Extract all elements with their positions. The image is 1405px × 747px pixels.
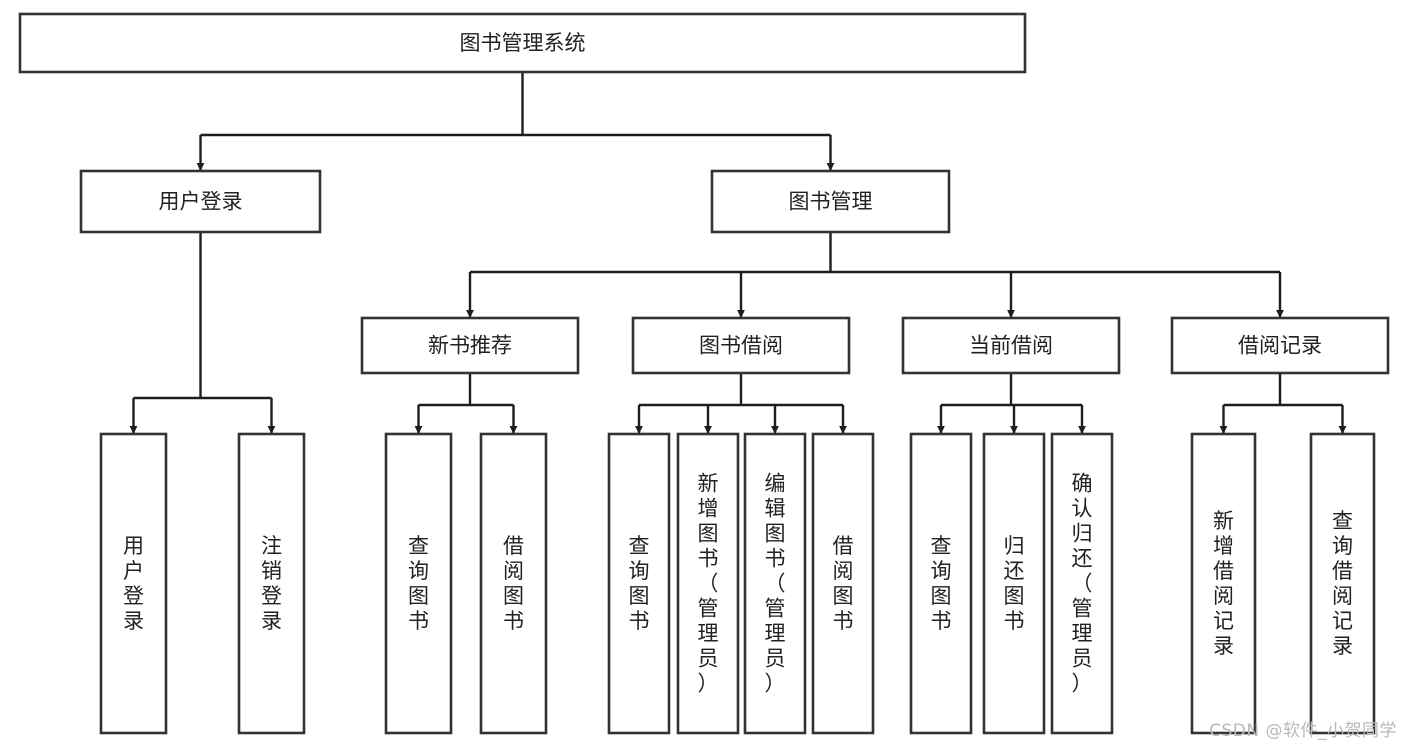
node-box-leaf-query-book-2 <box>607 432 671 735</box>
node-label-current-borrow: 当前借阅 <box>969 334 1053 358</box>
node-box-leaf-confirm-return <box>1050 432 1114 735</box>
node-box-leaf-query-record <box>1309 432 1376 735</box>
node-book-borrow[interactable]: 图书借阅 <box>631 316 851 375</box>
node-label-leaf-query-record: 查询借阅记录 <box>1332 509 1353 658</box>
node-borrow-record[interactable]: 借阅记录 <box>1170 316 1390 375</box>
node-label-leaf-add-book: 新增图书（管理员） <box>698 472 719 696</box>
node-root[interactable]: 图书管理系统 <box>18 12 1027 74</box>
node-box-borrow-record <box>1170 316 1390 375</box>
node-leaf-user-login[interactable]: 用户登录 <box>99 432 168 735</box>
node-box-new-book-rec <box>360 316 580 375</box>
node-leaf-add-book[interactable]: 新增图书（管理员） <box>676 432 740 735</box>
node-label-new-book-rec: 新书推荐 <box>428 334 512 358</box>
node-leaf-borrow-book-2[interactable]: 借阅图书 <box>811 432 875 735</box>
node-box-leaf-edit-book <box>743 432 807 735</box>
node-label-leaf-return-book: 归还图书 <box>1004 534 1025 633</box>
connector-layer <box>129 72 1347 435</box>
node-leaf-borrow-book-1[interactable]: 借阅图书 <box>479 432 548 735</box>
node-box-leaf-add-record <box>1190 432 1257 735</box>
node-box-root <box>18 12 1027 74</box>
node-box-leaf-borrow-book-1 <box>479 432 548 735</box>
node-label-leaf-query-book-2: 查询图书 <box>629 534 650 633</box>
node-label-leaf-borrow-book-1: 借阅图书 <box>503 534 524 633</box>
node-label-user-login: 用户登录 <box>159 190 243 214</box>
node-current-borrow[interactable]: 当前借阅 <box>901 316 1121 375</box>
node-label-leaf-edit-book: 编辑图书（管理员） <box>765 472 786 696</box>
node-label-borrow-record: 借阅记录 <box>1238 334 1322 358</box>
node-leaf-query-book-3[interactable]: 查询图书 <box>909 432 973 735</box>
node-leaf-add-record[interactable]: 新增借阅记录 <box>1190 432 1257 735</box>
node-label-leaf-query-book-3: 查询图书 <box>931 534 952 633</box>
node-leaf-query-record[interactable]: 查询借阅记录 <box>1309 432 1376 735</box>
node-box-current-borrow <box>901 316 1121 375</box>
node-label-leaf-user-logout: 注销登录 <box>261 534 282 633</box>
node-leaf-return-book[interactable]: 归还图书 <box>982 432 1046 735</box>
node-box-leaf-add-book <box>676 432 740 735</box>
node-box-leaf-borrow-book-2 <box>811 432 875 735</box>
node-label-root: 图书管理系统 <box>460 31 586 55</box>
node-label-book-manage: 图书管理 <box>789 190 873 214</box>
node-leaf-user-logout[interactable]: 注销登录 <box>237 432 306 735</box>
node-label-book-borrow: 图书借阅 <box>699 334 783 358</box>
node-leaf-edit-book[interactable]: 编辑图书（管理员） <box>743 432 807 735</box>
node-new-book-rec[interactable]: 新书推荐 <box>360 316 580 375</box>
node-box-leaf-query-book-1 <box>384 432 453 735</box>
node-box-book-borrow <box>631 316 851 375</box>
node-leaf-query-book-2[interactable]: 查询图书 <box>607 432 671 735</box>
node-box-user-login <box>79 169 322 234</box>
node-user-login[interactable]: 用户登录 <box>79 169 322 234</box>
node-leaf-confirm-return[interactable]: 确认归还（管理员） <box>1050 432 1114 735</box>
node-layer: 图书管理系统用户登录图书管理新书推荐图书借阅当前借阅借阅记录用户登录注销登录查询… <box>18 12 1390 735</box>
node-label-leaf-query-book-1: 查询图书 <box>408 534 429 633</box>
node-label-leaf-add-record: 新增借阅记录 <box>1213 509 1234 658</box>
node-label-leaf-user-login: 用户登录 <box>123 534 144 633</box>
node-label-leaf-confirm-return: 确认归还（管理员） <box>1072 472 1093 696</box>
node-box-leaf-return-book <box>982 432 1046 735</box>
node-box-leaf-query-book-3 <box>909 432 973 735</box>
node-box-book-manage <box>710 169 951 234</box>
node-box-leaf-user-logout <box>237 432 306 735</box>
node-label-leaf-borrow-book-2: 借阅图书 <box>833 534 854 633</box>
node-leaf-query-book-1[interactable]: 查询图书 <box>384 432 453 735</box>
node-box-leaf-user-login <box>99 432 168 735</box>
node-book-manage[interactable]: 图书管理 <box>710 169 951 234</box>
